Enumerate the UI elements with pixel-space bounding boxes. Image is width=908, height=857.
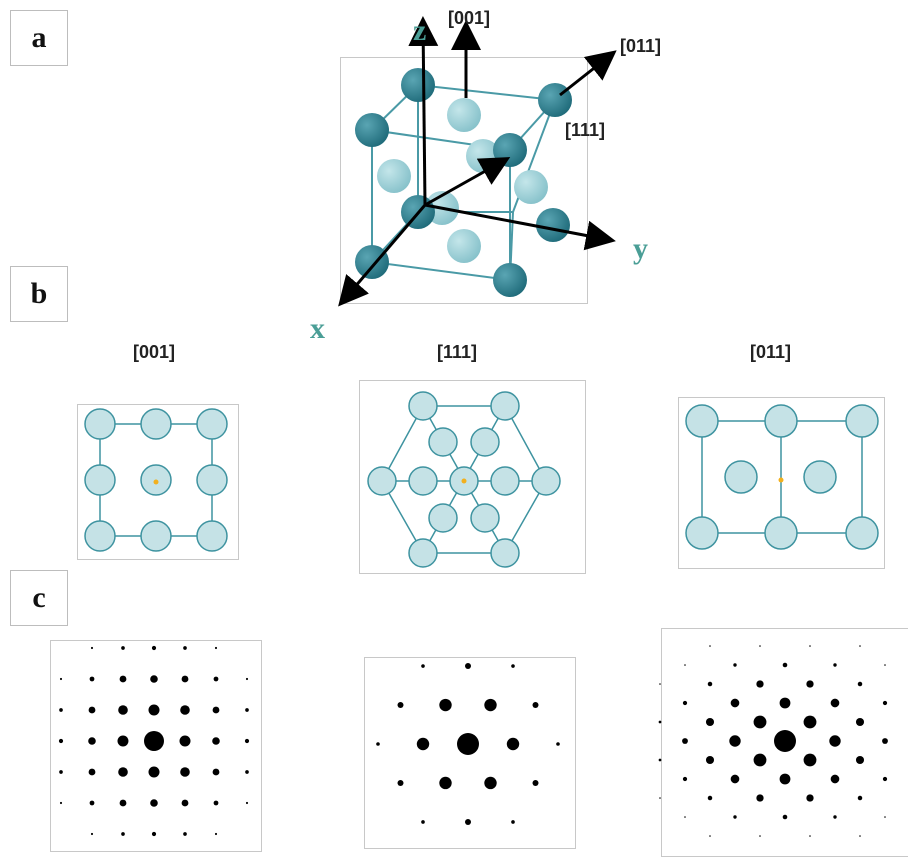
projection-frame-001	[77, 404, 239, 560]
axis-label-x: x	[310, 312, 325, 345]
direction-label-011: [011]	[620, 36, 662, 56]
diffraction-frame-011	[661, 628, 908, 857]
direction-label-001: [001]	[448, 8, 491, 28]
direction-label-111: [111]	[565, 120, 606, 140]
unit-cell-frame	[340, 57, 588, 304]
diffraction-frame-001	[50, 640, 262, 852]
panel-label-b: b	[10, 266, 68, 322]
panel-label-c: c	[10, 570, 68, 626]
projection-title-011: [011]	[750, 342, 792, 362]
projection-title-001: [001]	[133, 342, 176, 362]
panel-label-a: a	[10, 10, 68, 66]
axis-label-y: y	[633, 232, 648, 265]
projection-frame-011	[678, 397, 885, 569]
projection-frame-111	[359, 380, 586, 574]
diffraction-frame-111	[364, 657, 576, 849]
projection-title-111: [111]	[437, 342, 478, 362]
axis-label-z: z	[413, 14, 427, 47]
